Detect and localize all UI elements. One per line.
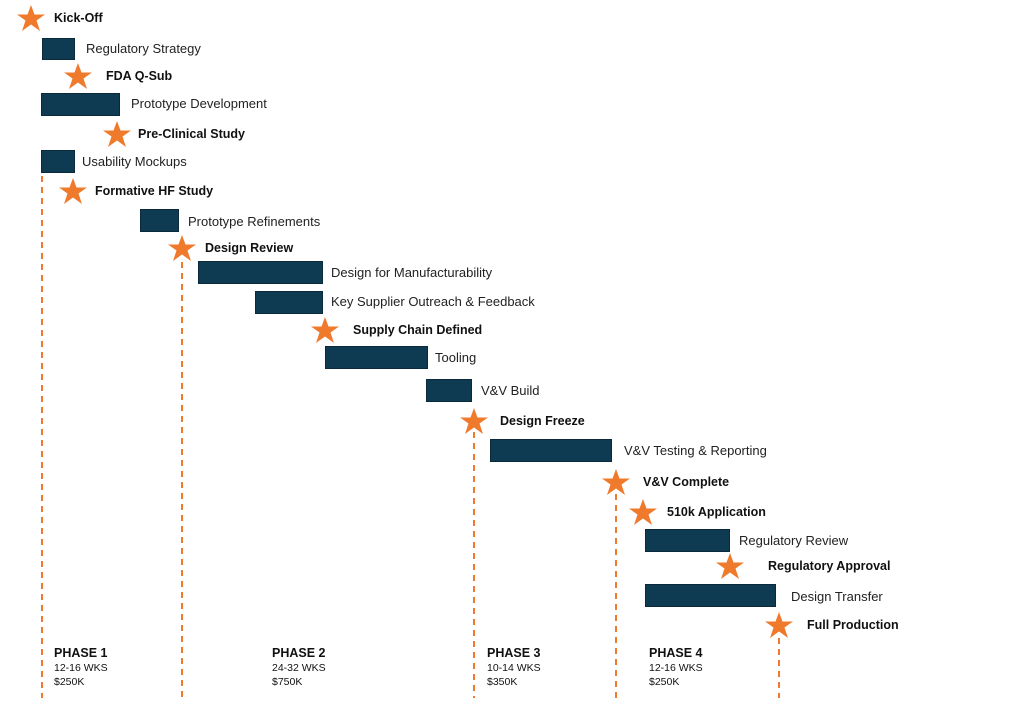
phase-duration: 24-32 WKS xyxy=(272,662,326,674)
star-icon xyxy=(59,178,87,204)
star-icon xyxy=(716,553,744,579)
phase-duration: 12-16 WKS xyxy=(54,662,108,674)
task-label: V&V Build xyxy=(481,383,540,398)
milestone-label: Design Freeze xyxy=(500,414,585,428)
milestone-label: Formative HF Study xyxy=(95,184,214,198)
star-icon xyxy=(765,612,793,638)
milestone-label: FDA Q-Sub xyxy=(106,69,173,83)
star-icon xyxy=(602,469,630,495)
task-bar xyxy=(325,346,428,369)
task-bar xyxy=(41,93,120,116)
milestone-label: Full Production xyxy=(807,618,899,632)
phase-4-summary: PHASE 4 12-16 WKS $250K xyxy=(649,645,799,689)
phase-name: PHASE 1 xyxy=(54,646,108,660)
task-bar xyxy=(140,209,179,232)
task-label: Usability Mockups xyxy=(82,154,187,169)
task-bar xyxy=(41,150,75,173)
phase-name: PHASE 4 xyxy=(649,646,703,660)
milestone-label: Kick-Off xyxy=(54,11,103,25)
task-bar xyxy=(426,379,472,402)
phase-2-summary: PHASE 2 24-32 WKS $750K xyxy=(272,645,422,689)
task-label: Prototype Refinements xyxy=(188,214,321,229)
milestone-label: Pre-Clinical Study xyxy=(138,127,245,141)
phase-name: PHASE 2 xyxy=(272,646,326,660)
milestone-label: Design Review xyxy=(205,241,294,255)
star-icon xyxy=(17,5,45,31)
star-icon xyxy=(103,121,131,147)
task-label: Tooling xyxy=(435,350,477,365)
task-bar xyxy=(198,261,323,284)
phase-3-summary: PHASE 3 10-14 WKS $350K xyxy=(487,645,637,689)
phase-budget: $250K xyxy=(649,676,680,688)
task-label: Design for Manufacturability xyxy=(331,265,493,280)
phase-1-summary: PHASE 1 12-16 WKS $250K xyxy=(54,645,204,689)
task-label: Key Supplier Outreach & Feedback xyxy=(331,294,535,309)
task-bar xyxy=(645,529,730,552)
star-icon xyxy=(311,317,339,343)
star-icon xyxy=(460,408,488,434)
milestone-label: Regulatory Approval xyxy=(768,559,891,573)
task-label: V&V Testing & Reporting xyxy=(624,443,767,458)
milestone-label: V&V Complete xyxy=(643,475,730,489)
task-bar xyxy=(490,439,612,462)
milestone-label: 510k Application xyxy=(667,505,766,519)
task-bar xyxy=(255,291,323,314)
task-bar xyxy=(42,38,75,60)
phase-duration: 12-16 WKS xyxy=(649,662,703,674)
task-label: Design Transfer xyxy=(791,589,883,604)
star-icon xyxy=(629,499,657,525)
task-label: Regulatory Review xyxy=(739,533,849,548)
phase-duration: 10-14 WKS xyxy=(487,662,541,674)
task-label: Regulatory Strategy xyxy=(86,41,201,56)
milestone-label: Supply Chain Defined xyxy=(353,323,483,337)
task-bar xyxy=(645,584,776,607)
phase-budget: $350K xyxy=(487,676,518,688)
star-icon xyxy=(64,63,92,89)
phase-budget: $750K xyxy=(272,676,303,688)
phase-name: PHASE 3 xyxy=(487,646,541,660)
star-icon xyxy=(168,235,196,261)
task-label: Prototype Development xyxy=(131,96,267,111)
phase-budget: $250K xyxy=(54,676,85,688)
